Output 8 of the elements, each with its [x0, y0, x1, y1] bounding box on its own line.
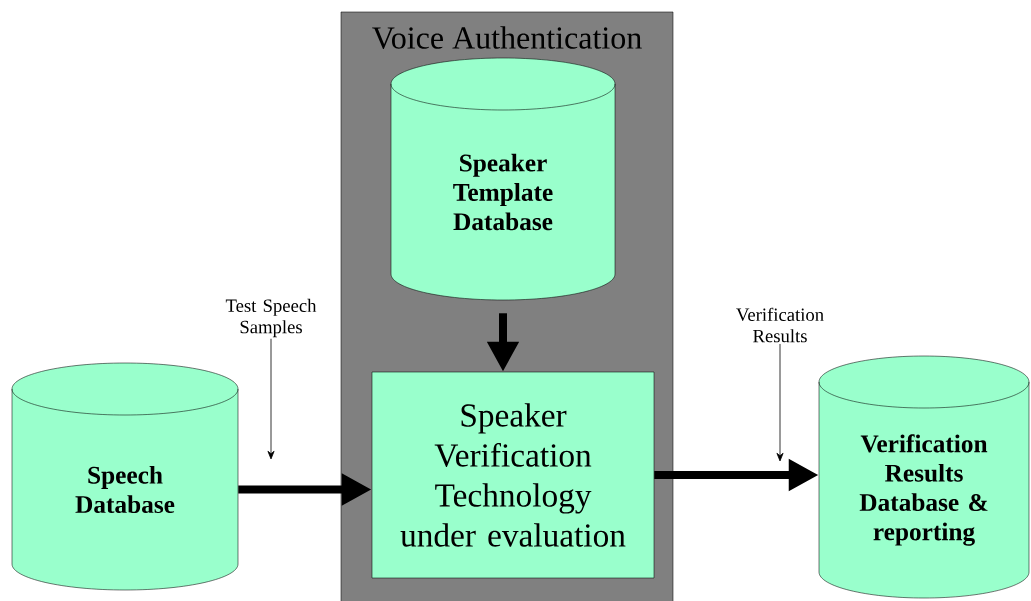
database-cylinder: Speech Database — [11, 362, 239, 591]
annotation-label: Test Speech Samples — [225, 298, 317, 338]
database-cylinder: Speaker Template Database — [390, 57, 616, 301]
process-box: Speaker Verification Technology under evaluation — [371, 371, 655, 579]
database-cylinder: Verification Results Database & reporting — [818, 355, 1030, 599]
annotation-label: Verification Results — [736, 307, 824, 343]
leader-line — [776, 343, 784, 462]
leader-line — [267, 338, 275, 460]
